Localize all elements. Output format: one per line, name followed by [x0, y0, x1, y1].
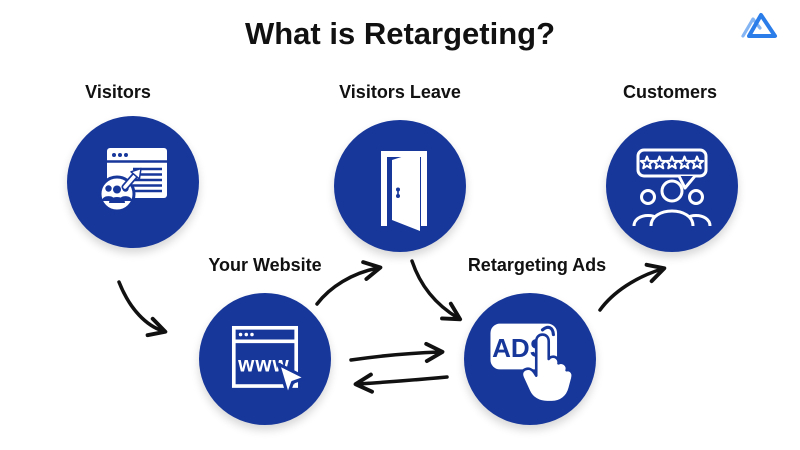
page-title: What is Retargeting? — [244, 16, 555, 51]
customers-node — [606, 120, 738, 252]
arrow-website-to-ads — [349, 341, 445, 364]
visitors-node — [67, 116, 199, 248]
visitors-label: Visitors — [85, 82, 151, 102]
your-website-label: Your Website — [208, 255, 322, 275]
arrow-ads-to-website — [353, 372, 449, 394]
www-browser-cursor-icon: www — [231, 325, 308, 397]
your-website-node: www — [199, 293, 331, 425]
retargeting-ads-label: Retargeting Ads — [467, 255, 607, 275]
customers-label: Customers — [622, 82, 718, 102]
customers-five-star-review-icon — [632, 148, 712, 227]
browser-with-visitors-icon — [98, 148, 167, 213]
open-door-icon — [381, 151, 427, 231]
mountain-m-logo-icon — [741, 13, 777, 38]
visitors-leave-node — [334, 120, 466, 252]
retargeting-ads-node: ADS — [464, 293, 596, 425]
visitors-leave-label: Visitors Leave — [339, 82, 461, 102]
ads-click-hand-icon: ADS — [490, 323, 575, 404]
www-text: www — [237, 353, 290, 376]
arrow-visitors-to-website — [117, 280, 168, 338]
